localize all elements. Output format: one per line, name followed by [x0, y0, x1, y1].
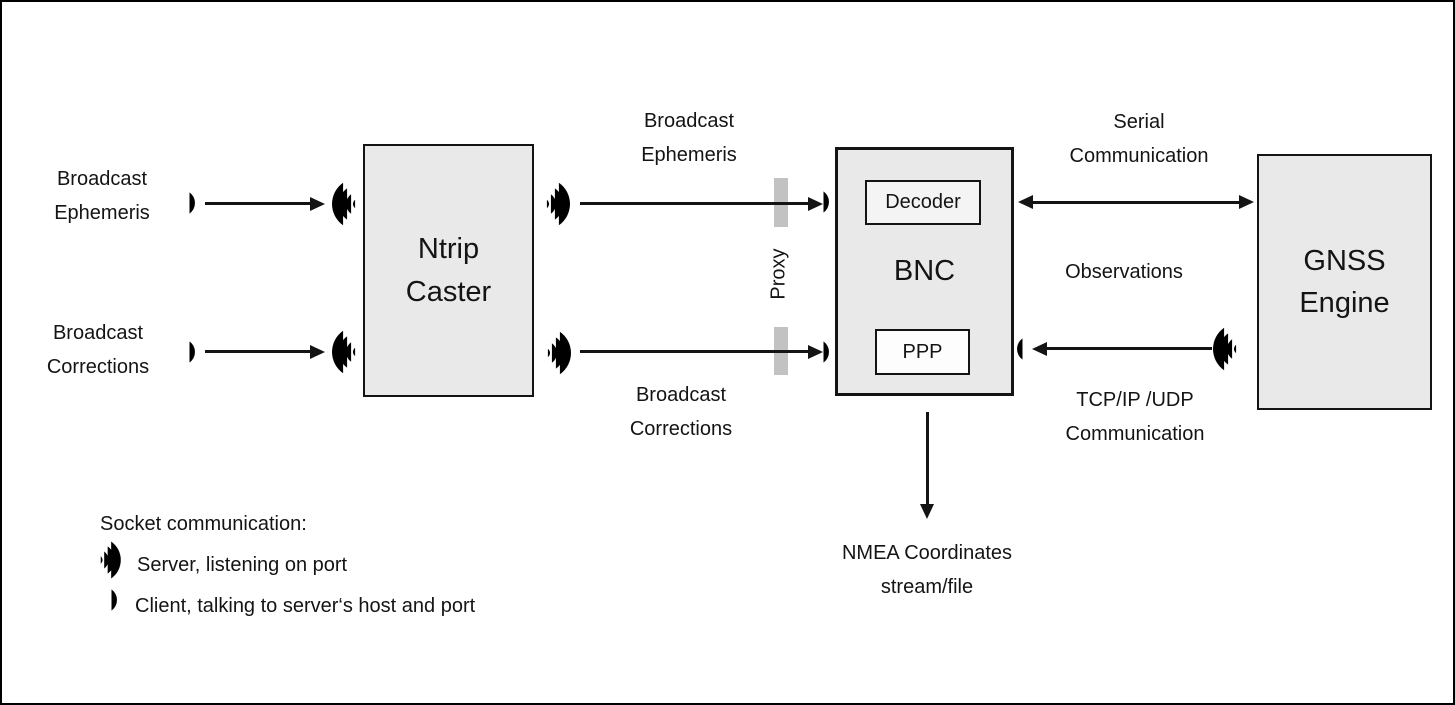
server-socket-icon — [332, 182, 356, 226]
proxy-label: Proxy — [767, 248, 790, 300]
broadcast-corrections-source-label: Broadcast Corrections — [46, 322, 150, 378]
ppp-label: PPP — [902, 340, 943, 363]
serial-communication-label: Serial Communication — [1069, 111, 1209, 167]
client-socket-icon — [111, 589, 117, 611]
node-decoder: Decoder — [865, 180, 981, 225]
node-ppp: PPP — [875, 329, 970, 375]
broadcast-corrections-stream-label: Broadcast Corrections — [629, 384, 733, 440]
bnc-label: BNC — [893, 255, 956, 288]
client-socket-icon — [823, 191, 829, 213]
legend-server-label: Server, listening on port — [137, 554, 348, 576]
server-socket-icon — [332, 330, 356, 374]
broadcast-ephemeris-source-label: Broadcast Ephemeris — [54, 168, 150, 224]
legend-title: Socket communication: — [100, 513, 307, 535]
nmea-output-label: NMEA Coordinates stream/file — [841, 542, 1013, 598]
node-gnss-engine: GNSS Engine — [1257, 154, 1432, 410]
server-socket-icon — [546, 182, 570, 226]
server-socket-icon — [100, 541, 121, 579]
client-socket-icon — [189, 192, 195, 214]
client-socket-icon — [1017, 338, 1023, 360]
client-socket-icon — [823, 341, 829, 363]
client-socket-icon — [189, 341, 195, 363]
tcp-udp-communication-label: TCP/IP /UDP Communication — [1065, 389, 1205, 445]
decoder-label: Decoder — [885, 191, 961, 213]
legend-client-label: Client, talking to server‘s host and por… — [135, 595, 476, 617]
broadcast-ephemeris-stream-label: Broadcast Ephemeris — [641, 110, 737, 166]
ntrip-caster-label: Ntrip Caster — [405, 233, 492, 308]
server-socket-icon — [547, 331, 571, 375]
observations-label: Observations — [1065, 261, 1183, 283]
gnss-engine-label: GNSS Engine — [1299, 244, 1390, 319]
node-ntrip-caster: Ntrip Caster — [363, 144, 534, 397]
server-socket-icon — [1213, 327, 1237, 371]
